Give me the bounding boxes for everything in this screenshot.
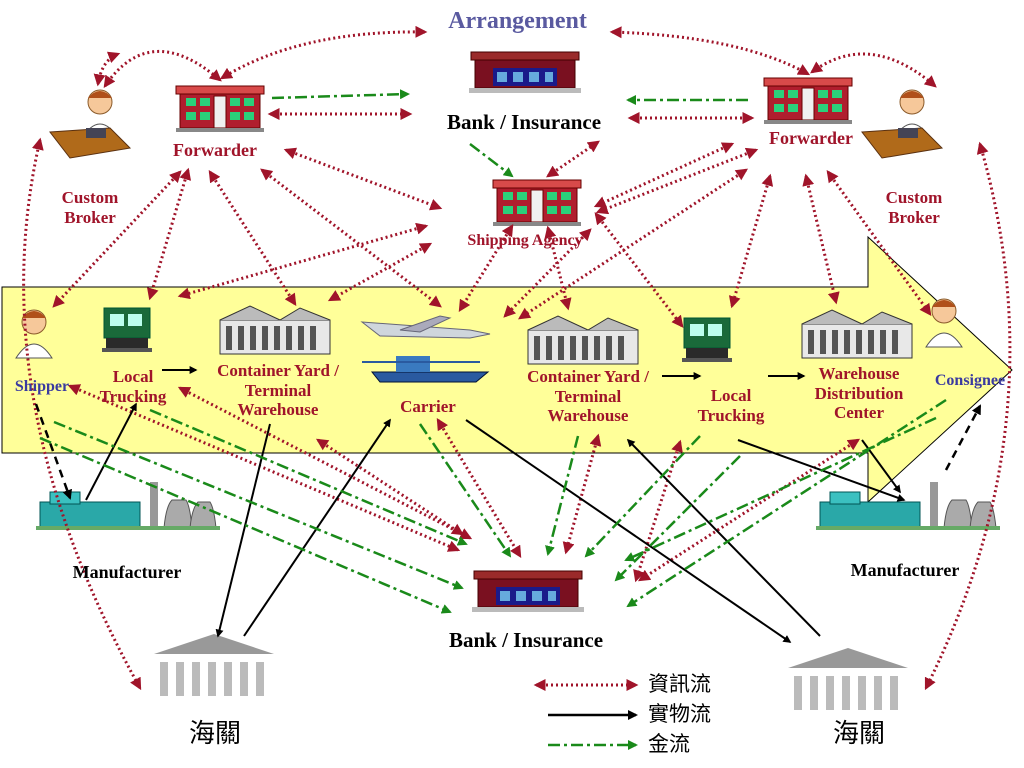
info-flow-arrow bbox=[22, 137, 142, 691]
bank-bottom-label: Bank / Insurance bbox=[448, 628, 604, 652]
customs-left-icon bbox=[154, 634, 274, 696]
info-flow-arrow bbox=[637, 438, 861, 582]
info-flow-arrow bbox=[315, 438, 465, 536]
info-flow-arrow bbox=[260, 168, 442, 308]
forwarder-left-label: Forwarder bbox=[173, 140, 257, 160]
info-flow-arrow bbox=[436, 417, 522, 559]
manufacturer-right-label: Manufacturer bbox=[850, 560, 960, 580]
legend-physical-label: 實物流 bbox=[648, 702, 711, 726]
shipping-agency-label: Shipping Agency bbox=[467, 232, 583, 249]
forwarder-right-label: Forwarder bbox=[769, 128, 853, 148]
money-flow-arrow bbox=[584, 435, 701, 558]
info-flow-arrow bbox=[633, 439, 683, 583]
physical-flow-arrow bbox=[465, 419, 792, 643]
manufacturer-left-icon bbox=[35, 481, 221, 531]
money-flow-arrow bbox=[614, 455, 741, 582]
manufacturer-left-label: Manufacturer bbox=[72, 562, 182, 582]
money-flow-arrow bbox=[418, 423, 512, 558]
info-flow-arrow bbox=[826, 170, 932, 316]
truck-right-icon bbox=[681, 317, 733, 363]
money-flow-arrow bbox=[545, 435, 580, 556]
carrier-icon bbox=[360, 315, 491, 383]
info-flow-arrow bbox=[609, 26, 811, 76]
legend-info-label: 資訊流 bbox=[648, 672, 711, 696]
customs-right-icon bbox=[788, 648, 908, 710]
money-flow-arrow bbox=[469, 143, 514, 178]
info-flow-arrow bbox=[146, 167, 192, 301]
consignee-label: Consignee bbox=[934, 372, 1006, 389]
customs-right-label: 海關 bbox=[832, 719, 885, 749]
forwarder-right-icon bbox=[763, 77, 853, 125]
carrier-label: Carrier bbox=[400, 397, 456, 416]
info-flow-arrow bbox=[593, 142, 735, 208]
legend-money-label: 金流 bbox=[648, 732, 690, 756]
money-flow-arrow bbox=[271, 89, 410, 100]
physical-flow-arrow bbox=[215, 423, 271, 638]
diagram-title: Arrangement bbox=[448, 8, 587, 34]
info-flow-arrow bbox=[595, 147, 759, 215]
manufacturer-right-icon bbox=[815, 481, 1001, 531]
info-flow-arrow bbox=[924, 141, 1012, 691]
info-flow-arrow bbox=[93, 51, 121, 87]
info-flow-arrow bbox=[219, 25, 428, 80]
manufacturer-consignee-arrow bbox=[944, 404, 982, 471]
money-flow-arrow bbox=[624, 416, 937, 562]
money-flow-arrow bbox=[39, 436, 452, 614]
broker-left-icon bbox=[50, 90, 130, 158]
info-flow-arrow bbox=[283, 147, 443, 211]
info-flow-arrow bbox=[802, 173, 840, 305]
flow-arrows bbox=[22, 25, 1012, 691]
bank-top-icon bbox=[468, 51, 582, 94]
shipping-agency-icon bbox=[492, 179, 582, 227]
physical-flow-arrow bbox=[85, 402, 137, 501]
physical-flow-arrow bbox=[626, 438, 821, 637]
bank-top-label: Bank / Insurance bbox=[446, 110, 602, 134]
info-flow-arrow bbox=[562, 433, 602, 555]
info-flow-arrow bbox=[327, 242, 433, 302]
money-flow-arrow bbox=[626, 398, 947, 608]
forwarder-left-icon bbox=[175, 85, 265, 133]
shipper-label: Shipper bbox=[14, 378, 70, 395]
info-flow-arrow bbox=[546, 140, 600, 178]
bank-bottom-icon bbox=[471, 570, 585, 613]
info-flow-arrow bbox=[810, 52, 937, 88]
money-flow-arrow bbox=[149, 408, 468, 546]
broker-right-icon bbox=[862, 90, 942, 158]
truck-left-icon bbox=[101, 307, 153, 353]
info-flow-arrow bbox=[103, 49, 222, 88]
customs-left-label: 海關 bbox=[188, 719, 241, 749]
shipper-manufacturer-arrow bbox=[34, 403, 72, 500]
info-flow-arrow bbox=[177, 222, 429, 300]
money-flow-arrow bbox=[53, 420, 464, 590]
